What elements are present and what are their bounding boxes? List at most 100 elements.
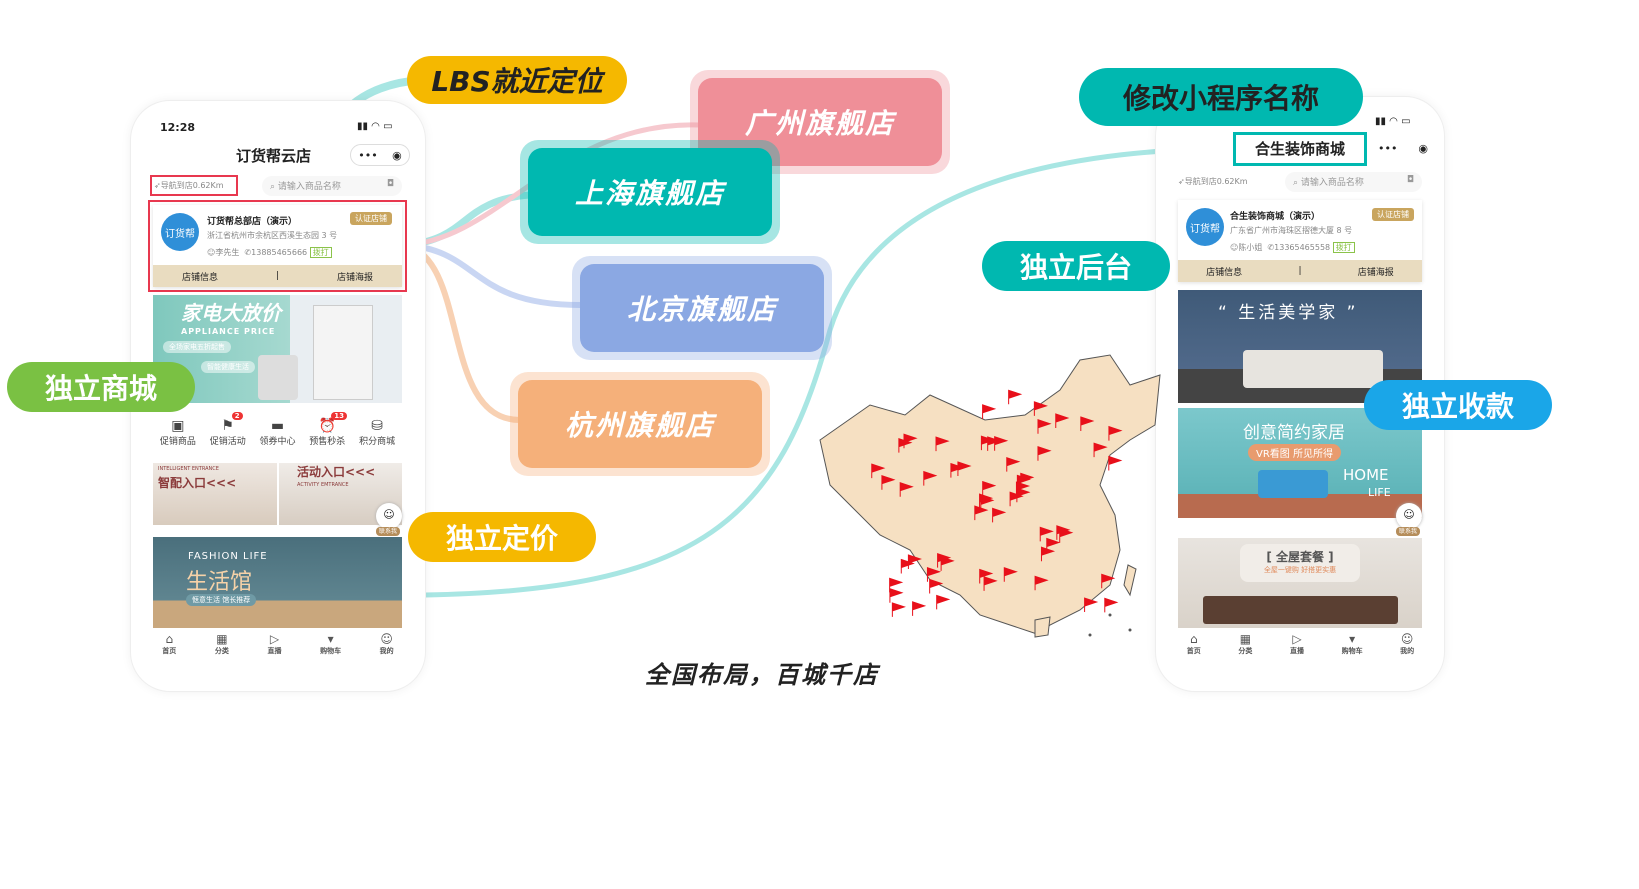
store-flag-icon bbox=[1108, 425, 1123, 441]
home-banner[interactable]: 创意简约家居 VR看图 所见所得 HOME LIFE bbox=[1178, 408, 1422, 518]
lifestyle-banner[interactable]: “ 生活美学家 ” bbox=[1178, 290, 1422, 403]
navigation-icon: ➶ bbox=[154, 181, 161, 190]
store-flag-icon bbox=[1108, 455, 1123, 471]
label-independent-pricing-text: 独立定价 bbox=[445, 522, 558, 555]
store-shanghai: 上海旗舰店 bbox=[528, 148, 772, 236]
label-independent-mall: 独立商城 bbox=[7, 362, 195, 412]
alarm-icon: ⏰ bbox=[318, 418, 336, 434]
fashion-life-banner[interactable]: FASHION LIFE 生活馆 惬意生活 馆长推荐 bbox=[153, 537, 402, 628]
whole-house-banner[interactable]: [ 全屋套餐 ] 全屋一键购 好搭更实惠 bbox=[1178, 538, 1422, 628]
store-info-button[interactable]: 店铺信息 bbox=[1206, 267, 1243, 278]
store-flag-icon bbox=[1046, 537, 1061, 553]
capsule-menu[interactable]: ••• ◉ bbox=[1378, 142, 1428, 155]
dial-button[interactable]: 拨打 bbox=[309, 247, 332, 258]
store-flag-icon bbox=[889, 588, 904, 603]
icon-coupon-center[interactable]: ▬领券中心 bbox=[259, 418, 296, 447]
navigate-to-store[interactable]: ➶导航到店0.62Km bbox=[150, 175, 238, 196]
store-flag-icon bbox=[1037, 419, 1052, 434]
customer-service-label[interactable]: 联系我 bbox=[376, 527, 401, 536]
store-flag-icon bbox=[1039, 526, 1054, 542]
store-poster-button[interactable]: 店铺海报 bbox=[336, 272, 373, 283]
customer-service-icon[interactable]: ☺ bbox=[1396, 503, 1422, 529]
capsule-menu[interactable]: ••• ◉ bbox=[350, 144, 410, 166]
tab-mine[interactable]: ☺我的 bbox=[1400, 632, 1415, 655]
search-input[interactable]: ⌕ 请输入商品名称◘ bbox=[262, 176, 402, 196]
category-icon: ▦ bbox=[1239, 632, 1252, 646]
tab-home[interactable]: ⌂首页 bbox=[1186, 632, 1201, 655]
banner-tag: VR看图 所见所得 bbox=[1248, 444, 1341, 461]
banner-tag: 惬意生活 馆长推荐 bbox=[186, 594, 257, 606]
tab-bar: ⌂首页 ▦分类 ▷直播 ▾购物车 ☺我的 bbox=[1168, 632, 1433, 656]
entry-en: INTELLIGENT ENTRANCE bbox=[158, 466, 219, 472]
tab-category[interactable]: ▦分类 bbox=[1238, 632, 1253, 655]
label-rename: 修改小程序名称 bbox=[1079, 68, 1363, 126]
fridge-image bbox=[313, 305, 373, 400]
camera-icon[interactable]: ◘ bbox=[1406, 175, 1414, 185]
search-icon: ⌕ bbox=[270, 182, 278, 192]
store-beijing-label: 北京旗舰店 bbox=[626, 293, 777, 326]
tab-cart[interactable]: ▾购物车 bbox=[320, 632, 342, 655]
banner-en: LIFE bbox=[1368, 486, 1391, 499]
verified-badge: 认证店铺 bbox=[1372, 208, 1414, 221]
home-icon: ⌂ bbox=[165, 632, 174, 646]
label-independent-backend: 独立后台 bbox=[982, 241, 1170, 291]
store-flag-icon bbox=[1055, 413, 1070, 429]
store-card[interactable]: 订货帮 订货帮总部店（演示） 认证店铺 浙江省杭州市余杭区西溪生态园 3 号 ☺… bbox=[153, 205, 402, 287]
tab-category[interactable]: ▦分类 bbox=[214, 632, 229, 655]
store-flag-icon bbox=[1056, 525, 1071, 540]
store-flag-icon bbox=[979, 493, 994, 509]
banner-title: 生活馆 bbox=[186, 570, 253, 595]
camera-icon[interactable]: ◘ bbox=[386, 179, 394, 189]
store-flag-icon bbox=[979, 568, 994, 584]
entry-title: 活动入口<<< bbox=[297, 465, 376, 479]
store-flag-icon bbox=[992, 507, 1007, 523]
store-card[interactable]: 订货帮 合生装饰商城（演示） 认证店铺 广东省广州市海珠区摺德大厦 8 号 ☺陈… bbox=[1178, 200, 1422, 282]
store-flag-icon bbox=[987, 436, 1002, 451]
navigate-to-store[interactable]: ➶导航到店0.62Km bbox=[1178, 177, 1248, 186]
customer-service-label[interactable]: 联系我 bbox=[1396, 527, 1421, 536]
store-avatar: 订货帮 bbox=[161, 213, 199, 251]
label-lbs: LBS就近定位 bbox=[407, 56, 627, 104]
customer-service-icon[interactable]: ☺ bbox=[376, 503, 402, 529]
more-icon[interactable]: ••• bbox=[358, 148, 378, 162]
shop-icon: ⛁ bbox=[371, 418, 383, 434]
smart-entrance-banner[interactable]: INTELLIGENT ENTRANCE 智配入口<<< bbox=[153, 463, 277, 525]
store-poster-button[interactable]: 店铺海报 bbox=[1357, 267, 1394, 278]
store-flag-icon bbox=[1003, 567, 1018, 582]
store-name: 合生装饰商城（演示） bbox=[1230, 212, 1321, 222]
search-input[interactable]: ⌕ 请输入商品名称◘ bbox=[1285, 172, 1422, 192]
store-info-button[interactable]: 店铺信息 bbox=[181, 272, 218, 283]
label-independent-payment: 独立收款 bbox=[1364, 380, 1552, 430]
close-target-icon[interactable]: ◉ bbox=[1418, 142, 1428, 155]
banner-title: 创意简约家居 bbox=[1243, 423, 1345, 443]
coupon-icon: ▬ bbox=[270, 418, 285, 434]
store-flag-icon bbox=[899, 482, 914, 497]
icon-points-mall[interactable]: ⛁积分商城 bbox=[359, 418, 396, 447]
store-flag-icon bbox=[1006, 456, 1021, 472]
store-guangzhou-label: 广州旗舰店 bbox=[744, 107, 895, 140]
icon-promo-goods[interactable]: ▣促销商品 bbox=[159, 418, 196, 447]
tab-live[interactable]: ▷直播 bbox=[267, 632, 282, 655]
label-independent-backend-text: 独立后台 bbox=[1019, 251, 1132, 284]
user-icon: ☺ bbox=[380, 632, 393, 646]
tab-cart[interactable]: ▾购物车 bbox=[1341, 632, 1363, 655]
status-icons: ▮▮ ◠ ▭ bbox=[1375, 116, 1411, 127]
tab-home[interactable]: ⌂首页 bbox=[162, 632, 177, 655]
store-shanghai-label: 上海旗舰店 bbox=[574, 177, 725, 210]
tab-mine[interactable]: ☺我的 bbox=[379, 632, 394, 655]
more-icon[interactable]: ••• bbox=[1378, 142, 1398, 155]
store-flag-icon bbox=[1008, 389, 1023, 405]
banner-title: [ 全屋套餐 ] bbox=[1266, 550, 1334, 564]
store-flag-icon bbox=[937, 552, 952, 568]
store-flag-icon bbox=[1093, 442, 1108, 458]
banner-subtitle: 全屋一键购 好搭更实惠 bbox=[1263, 566, 1337, 574]
tab-live[interactable]: ▷直播 bbox=[1289, 632, 1304, 655]
dial-button[interactable]: 拨打 bbox=[1332, 242, 1355, 253]
store-flag-icon bbox=[923, 470, 938, 486]
close-target-icon[interactable]: ◉ bbox=[392, 148, 402, 162]
washer-image bbox=[258, 355, 298, 400]
store-flag-icon bbox=[935, 436, 950, 452]
